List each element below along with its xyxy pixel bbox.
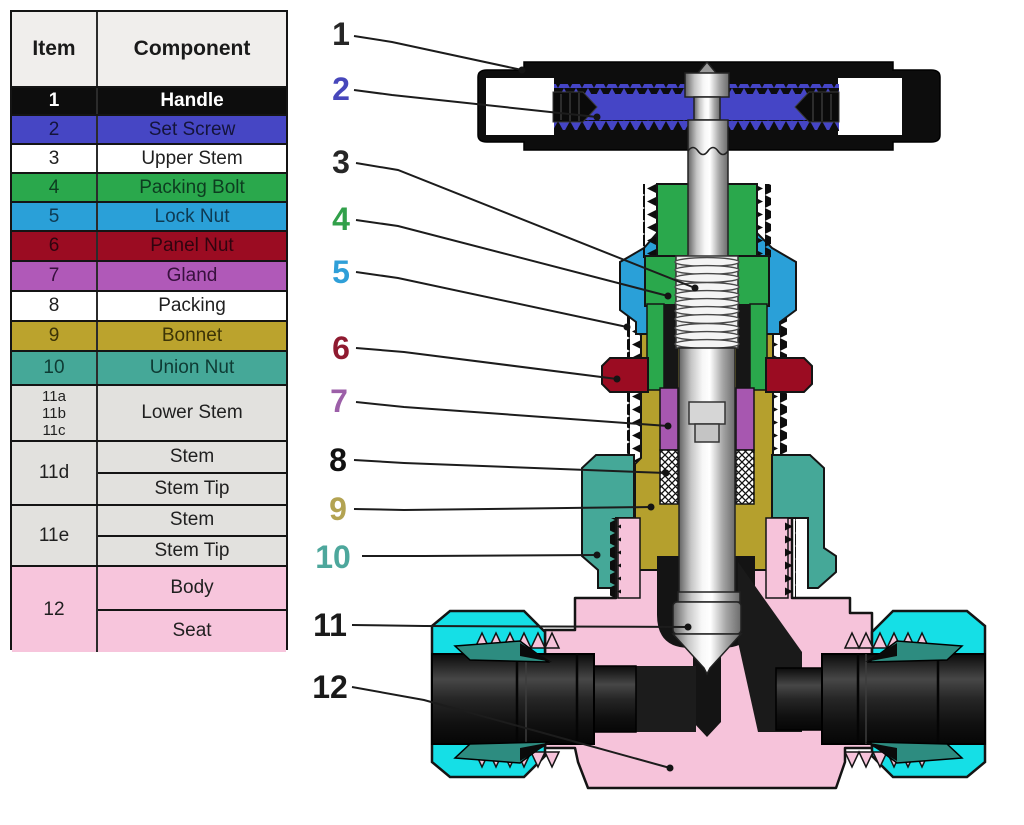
item-cell: 12 (12, 567, 98, 652)
table-row-11e: 11e Stem Stem Tip (12, 504, 286, 565)
component-cell: Union Nut (149, 357, 235, 378)
callout-12: 12 (312, 669, 348, 705)
valve-set-screw (552, 91, 840, 123)
component-cell: Stem Tip (154, 478, 230, 499)
callout-2: 2 (332, 71, 350, 107)
table-row-lower-stem: 11a 11b 11c Lower Stem (12, 384, 286, 440)
item-cell: 11d (12, 442, 98, 504)
callout-4: 4 (332, 201, 350, 237)
component-cell: Stem (98, 442, 286, 474)
item-cell: 8 (12, 292, 98, 320)
callout-6: 6 (332, 330, 350, 366)
table-row-packing-bolt: 4 Packing Bolt (12, 172, 286, 201)
callout-5: 5 (332, 254, 350, 290)
component-stack: Body Seat (98, 567, 286, 652)
header-item: Item (12, 12, 98, 86)
table-row-packing: 8 Packing (12, 290, 286, 320)
component-stack: Stem Stem Tip (98, 506, 286, 565)
item-cell: 1 (12, 88, 98, 114)
item-cell: 11e (12, 506, 98, 565)
item-cell: 9 (12, 322, 98, 350)
component-cell: Lock Nut (154, 205, 230, 227)
leader-line-4 (355, 219, 669, 297)
item-line: 11c (42, 421, 66, 439)
header-component: Component (133, 37, 251, 60)
component-stack: Stem Stem Tip (98, 442, 286, 504)
valve-stem (671, 60, 743, 676)
leader-line-8 (353, 459, 667, 474)
valve-packing (659, 449, 755, 505)
leader-lines (351, 35, 696, 769)
table-row-lock-nut: 5 Lock Nut (12, 201, 286, 230)
component-cell: Bonnet (161, 325, 223, 346)
lower-stem (678, 347, 736, 595)
leader-line-6 (355, 347, 618, 380)
item-cell: 11a 11b 11c (12, 386, 98, 440)
table-row-handle: 1 Handle (12, 86, 286, 114)
callout-numbers: 1 2 3 4 5 6 7 8 9 10 11 12 (312, 16, 351, 705)
item-cell: 3 (12, 145, 98, 172)
leader-line-9 (353, 506, 652, 512)
table-row-body-seat: 12 Body Seat (12, 565, 286, 652)
item-line: 11a (42, 387, 66, 405)
component-cell: Set Screw (148, 118, 236, 140)
table-row-panel-nut: 6 Panel Nut (12, 230, 286, 260)
component-cell: Lower Stem (141, 402, 243, 423)
table-row-11d: 11d Stem Stem Tip (12, 440, 286, 504)
component-cell: Stem (98, 506, 286, 537)
table-row-set-screw: 2 Set Screw (12, 114, 286, 143)
component-cell: Body (98, 567, 286, 611)
leader-line-5 (355, 271, 628, 328)
table-header: Item Component (12, 12, 286, 86)
item-cell: 10 (12, 352, 98, 384)
callout-7: 7 (330, 383, 348, 419)
parts-table: Item Component 1 Handle 2 Set Screw 3 Up… (10, 10, 288, 652)
item-cell: 4 (12, 174, 98, 201)
component-cell: Panel Nut (150, 235, 234, 256)
component-cell: Packing Bolt (139, 176, 245, 198)
leader-line-12 (351, 686, 671, 769)
component-cell: Packing (158, 295, 226, 316)
leader-line-1 (353, 35, 523, 71)
table-row-bonnet: 9 Bonnet (12, 320, 286, 350)
valve-ferrule (453, 640, 964, 764)
valve-panel-nut (601, 357, 813, 393)
leader-line-11 (351, 624, 689, 628)
item-cell: 7 (12, 262, 98, 290)
component-cell: Seat (172, 620, 212, 642)
leader-dots (518, 66, 699, 772)
item-cell: 6 (12, 232, 98, 260)
leader-line-10 (362, 554, 598, 557)
leader-line-7 (355, 401, 669, 427)
callout-8: 8 (329, 442, 347, 478)
table-row-gland: 7 Gland (12, 260, 286, 290)
leader-line-3 (355, 162, 696, 289)
callout-3: 3 (332, 144, 350, 180)
callout-11: 11 (313, 607, 347, 643)
component-cell: Handle (160, 90, 224, 111)
table-row-union-nut: 10 Union Nut (12, 350, 286, 384)
item-cell: 5 (12, 203, 98, 230)
stem-tip (671, 633, 743, 676)
callout-10: 10 (315, 539, 351, 575)
valve-gland (659, 387, 755, 451)
table-row-upper-stem: 3 Upper Stem (12, 143, 286, 172)
item-cell: 2 (12, 116, 98, 143)
callout-1: 1 (332, 16, 350, 52)
component-cell: Upper Stem (141, 147, 243, 169)
item-line: 11b (42, 404, 66, 422)
component-cell: Gland (166, 265, 218, 286)
leader-line-2 (353, 89, 598, 118)
callout-9: 9 (329, 491, 347, 527)
component-cell: Stem Tip (154, 539, 230, 561)
